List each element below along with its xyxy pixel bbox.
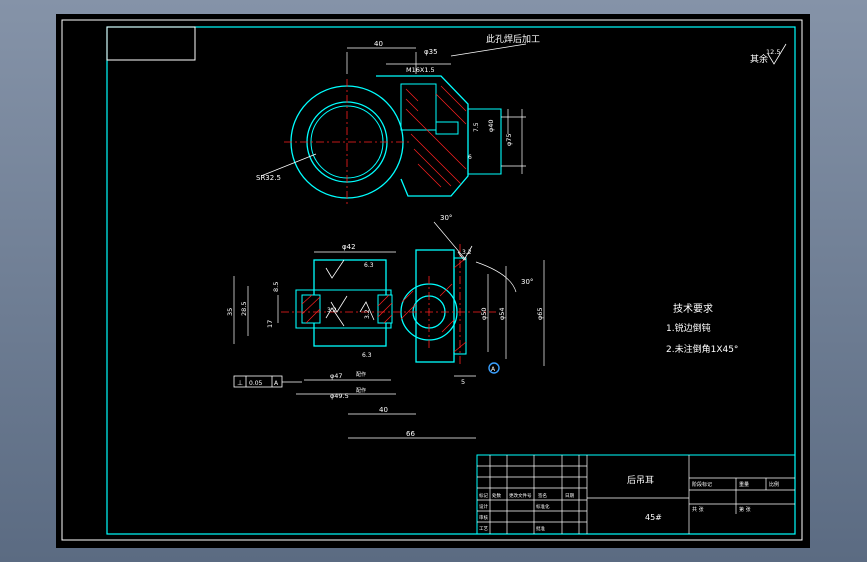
tb-stage: 阶段标记 xyxy=(692,481,712,488)
dia-495-label: φ49.5 xyxy=(330,392,349,400)
rough-63-a: 6.3 xyxy=(364,262,374,269)
datum-marker xyxy=(488,362,500,374)
surface-symbol xyxy=(767,43,787,65)
tol-datum: A xyxy=(274,380,279,387)
dim-40-bottom: 40 xyxy=(379,406,388,414)
dia-54-label: φ54 xyxy=(498,307,506,320)
outer-border xyxy=(61,19,803,541)
boss-step xyxy=(435,121,459,135)
dia-42-label: φ42 xyxy=(342,243,356,251)
tolerance-frame xyxy=(233,375,283,388)
material: 45# xyxy=(645,513,662,522)
tech-item-1: 1.锐边倒钝 xyxy=(666,322,711,334)
hatch-top xyxy=(405,85,467,188)
code-box xyxy=(106,26,196,61)
sr-label: SR32.5 xyxy=(256,174,281,182)
tb-sheets: 共 张 xyxy=(692,506,704,513)
rough-32-c: 3.2 xyxy=(462,249,472,256)
tb-sheet-no: 第 张 xyxy=(739,506,751,513)
part-name: 后吊耳 xyxy=(627,475,654,486)
num-85: 8.5 xyxy=(272,282,280,292)
top-view xyxy=(260,43,527,205)
tech-title: 技术要求 xyxy=(673,302,713,315)
weld-note: 此孔焊后加工 xyxy=(486,33,540,45)
tb-mark: 标记 xyxy=(479,492,488,499)
left-block xyxy=(313,259,387,347)
bore-section xyxy=(295,289,392,329)
rough-32-a: 3.2 xyxy=(327,307,337,314)
tb-check: 审核 xyxy=(479,514,488,521)
thread-hole xyxy=(400,83,437,131)
tb-design: 设计 xyxy=(479,503,488,510)
num-17: 17 xyxy=(266,320,274,328)
flange-lip xyxy=(453,257,467,355)
flange xyxy=(415,249,455,363)
tech-item-2: 2.未注倒角1X45° xyxy=(666,343,738,355)
fit-note-1: 配作 xyxy=(356,371,366,378)
dia-35-top: φ35 xyxy=(424,48,438,56)
surface-other-value: 12.5 xyxy=(766,48,780,56)
tb-approve: 批准 xyxy=(536,525,545,532)
front-view xyxy=(233,221,545,439)
drawing-canvas: 40 φ35 此孔焊后加工 M16X1.5 φ40 φ75 7.5 6 SR32… xyxy=(61,19,803,541)
mid-hatch-box xyxy=(377,294,393,324)
tb-std: 标准化 xyxy=(536,503,550,510)
num-75-label: 7.5 xyxy=(473,122,480,132)
dim-66: 66 xyxy=(406,430,415,438)
dia-40-label: φ40 xyxy=(487,119,495,132)
surface-other: 其余 xyxy=(750,53,768,65)
rough-63-b: 6.3 xyxy=(362,352,372,359)
tb-weight: 重量 xyxy=(739,481,749,488)
tb-scale: 比例 xyxy=(769,481,779,488)
dim-40-top: 40 xyxy=(374,40,383,48)
title-block xyxy=(476,454,796,535)
boss-outline xyxy=(468,108,502,175)
dia-65-label: φ65 xyxy=(536,307,544,320)
tb-date: 日期 xyxy=(565,493,574,499)
datum-a-label: A xyxy=(491,366,496,373)
dia-47-label: φ47 xyxy=(330,372,343,380)
thread-label: M16X1.5 xyxy=(406,66,435,74)
rough-32-b: 3.2 xyxy=(364,309,371,319)
num-35-left: 35 xyxy=(226,308,234,316)
dia-75-right-label: φ75 xyxy=(505,133,513,146)
tol-value: 0.05 xyxy=(249,380,263,387)
dia-50-label: φ50 xyxy=(480,307,488,320)
tb-count: 处数 xyxy=(492,492,501,499)
tb-craft: 工艺 xyxy=(479,526,488,532)
tol-symbol: ⊥ xyxy=(237,379,243,387)
drawing-sheet[interactable]: 40 φ35 此孔焊后加工 M16X1.5 φ40 φ75 7.5 6 SR32… xyxy=(56,14,810,548)
tb-sign: 签名 xyxy=(538,492,547,499)
num-6-label: 6 xyxy=(468,154,472,161)
tb-change: 更改文件号 xyxy=(509,492,532,499)
dim-5: 5 xyxy=(461,378,465,386)
hatch-front xyxy=(301,257,467,353)
num-285: 28.5 xyxy=(240,302,248,316)
angle-30-a: 30° xyxy=(440,214,452,222)
angle-30-b: 30° xyxy=(521,278,533,286)
body-outline xyxy=(376,75,469,197)
inner-border xyxy=(106,26,796,535)
fit-note-2: 配作 xyxy=(356,387,366,394)
